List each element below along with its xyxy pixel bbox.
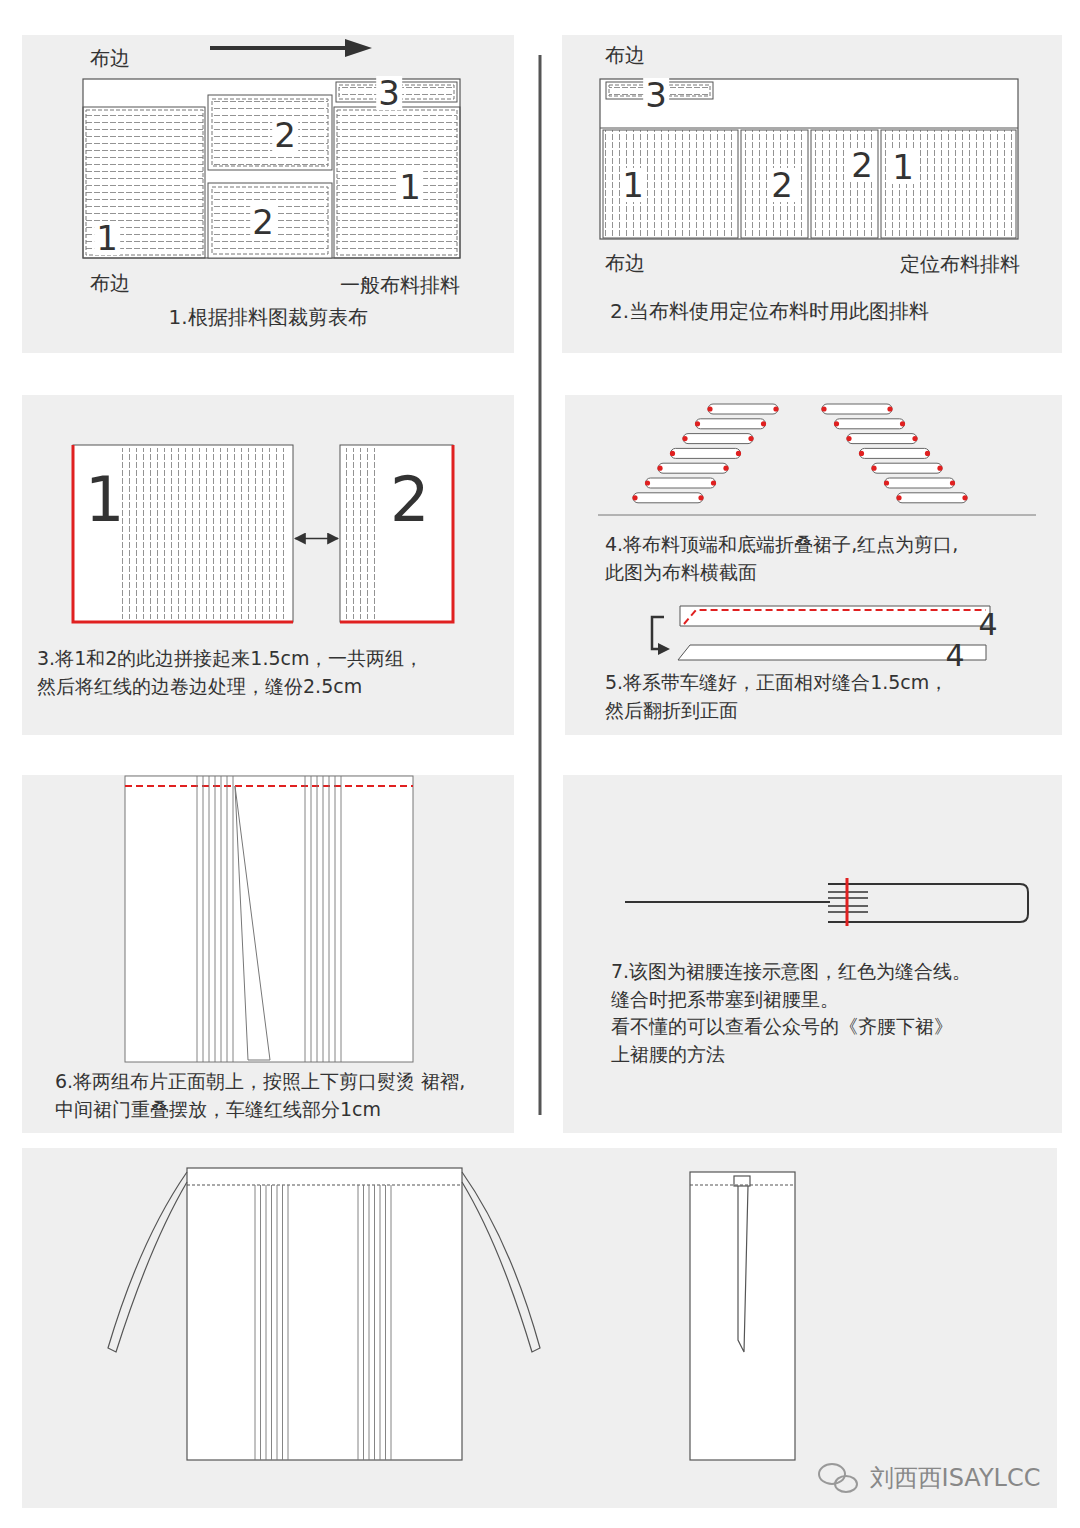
layout-label: 布边	[90, 48, 130, 68]
notch-dot	[821, 406, 826, 411]
notch-dot	[834, 421, 839, 426]
panel-ground	[22, 35, 1062, 1508]
fabric-piece	[73, 445, 453, 622]
layout-label: 2	[849, 148, 875, 182]
step-panel: 4.将布料顶端和底端折叠裙子,红点为剪口, 此图为布料横截面 5.将系带车缝好，正…	[565, 395, 1062, 735]
notch-dot	[884, 480, 889, 485]
pleat-fold	[696, 419, 766, 429]
notch-dot	[912, 436, 917, 441]
notch-dot	[937, 466, 942, 471]
layout-label: 4	[978, 610, 997, 640]
finished-skirt	[108, 1168, 795, 1460]
waistband-section	[625, 878, 1028, 926]
pleat-fold	[822, 404, 892, 414]
step-panel: 6.将两组布片正面朝上，按照上下剪口熨烫 裙褶,中间裙门重叠摆放，车缝红线部分1…	[22, 775, 514, 1133]
step-panel: 1.根据排料图裁剪表布	[22, 35, 514, 353]
layout-label: 布边	[90, 273, 130, 293]
layout-label: 定位布料排料	[900, 254, 1020, 274]
layout-label: 3	[376, 76, 402, 110]
notch-dot	[736, 451, 741, 456]
notch-dot	[657, 466, 662, 471]
pleat-section	[632, 404, 967, 503]
layout-label: 4	[945, 641, 964, 671]
step-caption: 1.根据排料图裁剪表布	[44, 303, 492, 332]
layout-label: 1	[890, 150, 916, 184]
layout-label: 2	[769, 168, 795, 202]
layout-label: 2	[272, 118, 298, 152]
fabric-piece: 2	[340, 445, 453, 622]
pleat-fold	[872, 463, 942, 473]
layout-label: 1	[620, 168, 646, 202]
layout-label: 3	[643, 78, 669, 112]
cutting-layout	[83, 39, 460, 258]
layout-label: 一般布料排料	[340, 275, 460, 295]
step-caption: 3.将1和2的此边拼接起来1.5cm，一共两组， 然后将红线的边卷边处理，缝份2…	[37, 645, 502, 700]
notch-dot	[962, 495, 967, 500]
notch-dot	[645, 480, 650, 485]
notch-dot	[896, 495, 901, 500]
notch-dot	[925, 451, 930, 456]
fabric-piece: 1	[73, 445, 293, 622]
pleat-fold	[671, 448, 741, 458]
notch-dot	[859, 451, 864, 456]
notch-dot	[698, 495, 703, 500]
wechat-icon	[819, 1464, 857, 1492]
layout-label: 布边	[605, 45, 645, 65]
notch-dot	[707, 406, 712, 411]
layout-label: 2	[250, 205, 276, 239]
pleat-fold	[633, 493, 703, 503]
pleat-fold	[708, 404, 778, 414]
notch-dot	[846, 436, 851, 441]
layout-label: 1	[94, 221, 120, 255]
pleat-fold	[835, 419, 905, 429]
notch-dot	[748, 436, 753, 441]
pleat-fold	[658, 463, 728, 473]
notch-dot	[773, 406, 778, 411]
notch-dot	[695, 421, 700, 426]
notch-dot	[761, 421, 766, 426]
tie-strip	[652, 606, 990, 660]
notch-dot	[871, 466, 876, 471]
notch-dot	[887, 406, 892, 411]
notch-dot	[900, 421, 905, 426]
step-caption: 6.将两组布片正面朝上，按照上下剪口熨烫 裙褶,中间裙门重叠摆放，车缝红线部分1…	[55, 1068, 505, 1123]
piece-number: 1	[85, 455, 145, 545]
piece-number: 2	[390, 455, 450, 545]
notch-dot	[723, 466, 728, 471]
step-caption: 7.该图为裙腰连接示意图，红色为缝合线。 缝合时把系带塞到裙腰里。 看不懂的可以…	[611, 958, 1051, 1068]
cutting-layout	[600, 79, 1018, 239]
notch-dot	[670, 451, 675, 456]
pleat-fold	[897, 493, 967, 503]
watermark: 刘西西ISAYLCC	[870, 1466, 1041, 1490]
pleated-panels	[125, 776, 413, 1062]
pleat-fold	[646, 478, 716, 488]
step-panel: 7.该图为裙腰连接示意图，红色为缝合线。 缝合时把系带塞到裙腰里。 看不懂的可以…	[563, 775, 1062, 1133]
step-caption: 5.将系带车缝好，正面相对缝合1.5cm， 然后翻折到正面	[605, 669, 1045, 724]
layout-label: 布边	[605, 253, 645, 273]
separator	[539, 55, 542, 1115]
connector-arrow	[295, 538, 338, 540]
baseline	[598, 515, 1036, 516]
pleat-fold	[885, 478, 955, 488]
pleat-fold	[860, 448, 930, 458]
step-caption: 4.将布料顶端和底端折叠裙子,红点为剪口, 此图为布料横截面	[605, 531, 1045, 586]
layout-label: 1	[397, 170, 423, 204]
step-caption: 2.当布料使用定位布料时用此图排料	[610, 297, 1050, 326]
pleat-fold	[683, 434, 753, 444]
notch-dot	[632, 495, 637, 500]
step-panel: 3.将1和2的此边拼接起来1.5cm，一共两组， 然后将红线的边卷边处理，缝份2…	[22, 395, 514, 735]
notch-dot	[711, 480, 716, 485]
pleat-fold	[847, 434, 917, 444]
notch-dot	[682, 436, 687, 441]
notch-dot	[950, 480, 955, 485]
